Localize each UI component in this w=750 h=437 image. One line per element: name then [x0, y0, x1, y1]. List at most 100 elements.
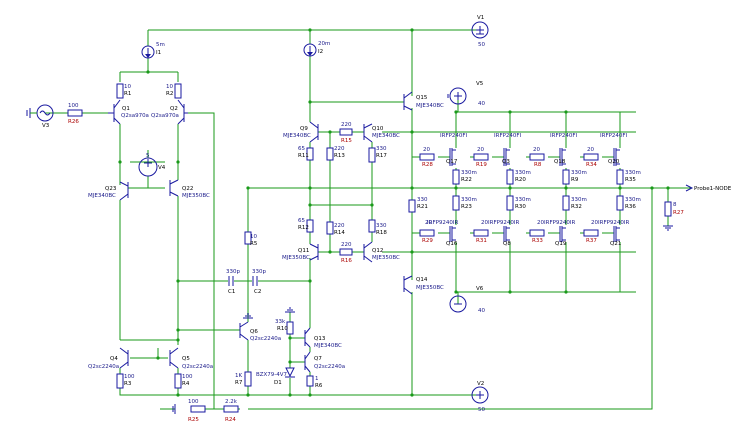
- resistor-r12[interactable]: 65 R12: [298, 218, 314, 233]
- transistor-q11[interactable]: Q11 MJE350BC: [282, 243, 319, 261]
- resistor-r11[interactable]: 65 R11: [298, 146, 314, 161]
- transistor-q5[interactable]: Q5 Q2sc2240a: [169, 347, 213, 370]
- transistor-q13[interactable]: Q13 MJE340BC: [304, 327, 342, 349]
- resistor-r1[interactable]: 10 R1: [116, 83, 131, 99]
- capacitor-c1[interactable]: 330p C1: [226, 269, 240, 295]
- resistor-r27[interactable]: 8 R27: [664, 201, 684, 217]
- transistor-q1[interactable]: Q1 Q2sa970a: [108, 99, 149, 125]
- resistor-r21[interactable]: 330 R21: [408, 197, 428, 213]
- source-v1[interactable]: V1 50: [471, 15, 489, 48]
- svg-text:Q4: Q4: [110, 356, 118, 362]
- svg-text:R10: R10: [277, 326, 288, 332]
- transistor-q12[interactable]: Q12 MJE350BC: [363, 241, 400, 263]
- source-v2[interactable]: V2 50: [471, 381, 489, 413]
- resistor-r26[interactable]: 100 R26: [67, 103, 83, 125]
- source-i1[interactable]: 5m I1: [141, 42, 165, 59]
- svg-text:R27: R27: [673, 210, 684, 216]
- svg-text:Q2sc2240a: Q2sc2240a: [182, 364, 213, 370]
- transistor-q7[interactable]: Q7 Q2sc2240a: [304, 351, 345, 373]
- svg-text:R9: R9: [571, 177, 579, 183]
- source-i2[interactable]: 20m I2: [303, 41, 330, 57]
- svg-text:R11: R11: [298, 153, 309, 159]
- resistor-r22[interactable]: 330m R22: [452, 169, 477, 185]
- resistor-r20[interactable]: 330m R20: [506, 169, 531, 185]
- zener-diode-d1[interactable]: BZX79-4V7 D1: [256, 367, 295, 386]
- resistor-r9[interactable]: 330m R9: [562, 169, 587, 185]
- svg-text:R24: R24: [225, 417, 236, 423]
- transistor-q9[interactable]: Q9 MJE340BC: [283, 121, 319, 143]
- svg-text:R19: R19: [476, 162, 487, 168]
- resistor-r30[interactable]: 330m R30: [506, 195, 531, 211]
- svg-text:R4: R4: [182, 381, 190, 387]
- svg-text:Q2sa970a: Q2sa970a: [121, 113, 149, 119]
- resistor-r24[interactable]: 2.2k R24: [223, 399, 239, 423]
- resistor-r5[interactable]: 10 R5: [244, 231, 258, 247]
- svg-text:R32: R32: [571, 204, 582, 210]
- mosfet-q3[interactable]: IRFP240FI Q3: [494, 133, 522, 166]
- mosfet-q18[interactable]: IRFP240FI Q18: [550, 133, 578, 166]
- resistor-r32[interactable]: 330m R32: [562, 195, 587, 211]
- resistor-r23[interactable]: 330m R23: [452, 195, 477, 211]
- mosfet-q16[interactable]: IRFP9240IR Q16: [427, 220, 459, 247]
- resistor-r3[interactable]: 100 R3: [116, 373, 135, 389]
- ground-icon: [243, 313, 253, 319]
- transistor-q15[interactable]: Q15 MJE340BC: [403, 91, 444, 111]
- mosfet-q21[interactable]: IRFP9240IR Q21: [598, 220, 630, 247]
- mosfet-q17[interactable]: IRFP240FI Q17: [440, 133, 468, 166]
- resistor-r8[interactable]: 20 R8: [529, 147, 545, 168]
- resistor-r18[interactable]: 330 R18: [368, 219, 387, 236]
- transistor-q10[interactable]: Q10 MJE340BC: [363, 123, 400, 143]
- resistor-r4[interactable]: 100 R4: [174, 373, 193, 389]
- source-v5[interactable]: V5 40: [449, 81, 485, 107]
- svg-text:R29: R29: [422, 238, 433, 244]
- resistor-r10[interactable]: 33k R10: [275, 319, 294, 335]
- resistor-r28[interactable]: 20 R28: [419, 147, 435, 168]
- resistor-r29[interactable]: 20 R29: [419, 220, 435, 244]
- source-v3[interactable]: V3: [26, 104, 54, 129]
- svg-text:R8: R8: [534, 162, 542, 168]
- source-v6[interactable]: V6 40: [449, 286, 485, 314]
- resistor-r25[interactable]: 100 R25: [188, 399, 206, 423]
- resistor-r13[interactable]: 220 R13: [326, 146, 345, 161]
- svg-text:MJE340BC: MJE340BC: [283, 133, 311, 139]
- svg-text:2.2k: 2.2k: [225, 399, 238, 405]
- transistor-q6[interactable]: Q6 Q2sc2240a: [239, 321, 281, 342]
- mosfet-q19[interactable]: IRFP9240IR Q19: [544, 220, 576, 247]
- resistor-r19[interactable]: 20 R19: [473, 147, 489, 168]
- transistor-q14[interactable]: Q14 MJE350BC: [403, 275, 444, 295]
- probe-node[interactable]: Probe1-NODE: [685, 184, 732, 192]
- source-v4[interactable]: 5 V4: [138, 153, 166, 177]
- resistor-r16[interactable]: 220 R16: [339, 242, 353, 264]
- capacitor-c2[interactable]: 330p C2: [252, 269, 266, 295]
- transistor-q2[interactable]: Q2 Q2sa970a: [151, 99, 188, 125]
- resistor-r35[interactable]: 330m R35: [616, 169, 641, 185]
- svg-text:1K: 1K: [235, 373, 242, 379]
- resistor-r17[interactable]: 330 R17: [368, 146, 387, 163]
- resistor-r36[interactable]: 330m R36: [616, 195, 641, 211]
- resistor-r14[interactable]: 220 R14: [326, 221, 345, 236]
- resistor-r37[interactable]: 20 R37: [583, 220, 599, 244]
- mosfet-q8[interactable]: IRFP9240IR Q8: [488, 220, 520, 247]
- svg-text:MJE340BC: MJE340BC: [88, 193, 116, 199]
- ground-symbols: [172, 94, 673, 414]
- resistor-r7[interactable]: 1K R7: [235, 371, 252, 387]
- resistor-r31[interactable]: 20 R31: [473, 220, 489, 244]
- svg-text:Q8: Q8: [503, 241, 511, 247]
- transistor-q22[interactable]: Q22 MJE350BC: [169, 179, 210, 199]
- svg-text:R33: R33: [532, 238, 543, 244]
- transistor-q4[interactable]: Q4 Q2sc2240a: [88, 347, 129, 370]
- svg-text:MJE340BC: MJE340BC: [372, 133, 400, 139]
- resistor-r2[interactable]: 10 R2: [166, 83, 182, 99]
- resistor-r33[interactable]: 20 R33: [529, 220, 545, 244]
- svg-text:20: 20: [477, 147, 484, 153]
- mosfet-q20[interactable]: IRFP240FI Q20: [600, 133, 628, 166]
- ground-icon: [285, 307, 295, 313]
- svg-text:R26: R26: [68, 119, 79, 125]
- svg-text:Q21: Q21: [610, 241, 621, 247]
- resistor-r6[interactable]: 1 R6: [306, 375, 323, 389]
- transistor-q23[interactable]: Q23 MJE340BC: [88, 181, 129, 201]
- resistor-r34[interactable]: 20 R34: [583, 147, 599, 168]
- svg-text:IRFP9240IR: IRFP9240IR: [544, 220, 576, 226]
- svg-text:D1: D1: [274, 380, 282, 386]
- resistor-r15[interactable]: 220 R15: [339, 122, 353, 144]
